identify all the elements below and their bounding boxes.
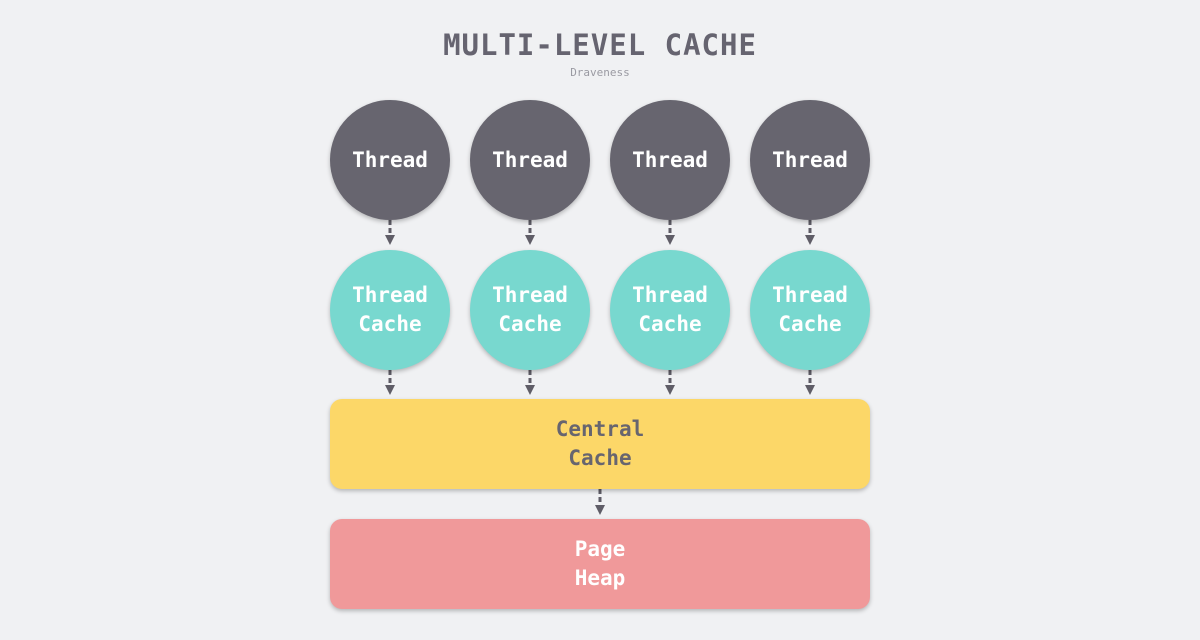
page-heap-label-line1: Page bbox=[574, 537, 626, 561]
thread-cache-node-3: Thread Cache bbox=[610, 250, 730, 370]
thread-cache-label-line1: Thread bbox=[632, 283, 708, 307]
thread-node-2: Thread bbox=[470, 100, 590, 220]
central-cache-label-line2: Cache bbox=[568, 446, 632, 470]
diagram-author: Draveness bbox=[570, 66, 630, 79]
central-cache-box: Central Cache bbox=[330, 399, 870, 489]
thread-cache-label-line2: Cache bbox=[358, 312, 422, 336]
thread-node-3: Thread bbox=[610, 100, 730, 220]
thread-node-label: Thread bbox=[632, 147, 708, 172]
thread-cache-label-line2: Cache bbox=[778, 312, 842, 336]
page-heap-label-line2: Heap bbox=[574, 566, 626, 590]
thread-cache-label-line2: Cache bbox=[638, 312, 702, 336]
thread-node-4: Thread bbox=[750, 100, 870, 220]
thread-node-label: Thread bbox=[352, 147, 428, 172]
diagram-title: MULTI-LEVEL CACHE bbox=[443, 28, 757, 62]
thread-cache-node-1: Thread Cache bbox=[330, 250, 450, 370]
central-cache-label-line1: Central bbox=[555, 417, 645, 441]
thread-node-label: Thread bbox=[492, 147, 568, 172]
thread-node-label: Thread bbox=[772, 147, 848, 172]
thread-cache-node-2: Thread Cache bbox=[470, 250, 590, 370]
thread-cache-label-line1: Thread bbox=[352, 283, 428, 307]
thread-node-1: Thread bbox=[330, 100, 450, 220]
thread-cache-node-4: Thread Cache bbox=[750, 250, 870, 370]
thread-cache-label-line1: Thread bbox=[492, 283, 568, 307]
page-heap-box: Page Heap bbox=[330, 519, 870, 609]
thread-cache-label-line2: Cache bbox=[498, 312, 562, 336]
thread-cache-label-line1: Thread bbox=[772, 283, 848, 307]
